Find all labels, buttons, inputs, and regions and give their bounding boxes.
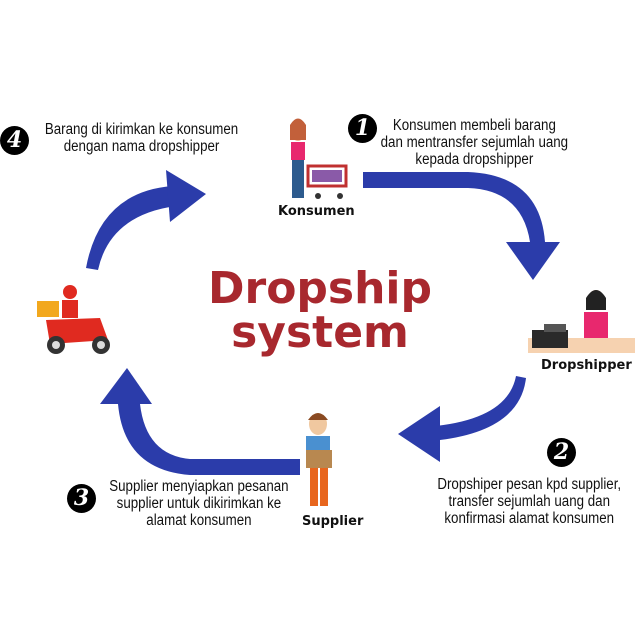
step-1-badge: 1	[348, 114, 377, 143]
dropshipper-label: Dropshipper	[541, 358, 632, 373]
step-3-line: alamat konsumen	[146, 512, 252, 529]
step-3-badge: 3	[67, 484, 96, 513]
arrow-step-3	[100, 368, 300, 475]
konsumen-illustration	[290, 118, 348, 199]
step-2-text: Dropshiper pesan kpd supplier, transfer …	[420, 476, 638, 527]
step-3-text: Supplier menyiapkan pesanan supplier unt…	[94, 478, 304, 529]
step-4-badge: 4	[0, 126, 29, 155]
konsumen-label: Konsumen	[278, 204, 355, 219]
step-2-badge: 2	[547, 438, 576, 467]
arrow-step-1	[363, 172, 560, 280]
step-1-line: dan mentransfer sejumlah uang	[380, 134, 569, 151]
arrow-step-2	[398, 376, 526, 462]
step-2-line: konfirmasi alamat konsumen	[444, 510, 615, 527]
step-4-line: dengan nama dropshipper	[63, 138, 220, 155]
step-1-text: Konsumen membeli barang dan mentransfer …	[366, 117, 583, 168]
step-1-line: Konsumen membeli barang	[392, 117, 556, 134]
title-line-1: Dropship	[207, 263, 433, 314]
step-1-line: kepada dropshipper	[415, 151, 534, 168]
step-2-line: Dropshiper pesan kpd supplier,	[437, 476, 622, 493]
step-2-line: transfer sejumlah uang dan	[448, 493, 610, 510]
step-3-line: Supplier menyiapkan pesanan	[109, 478, 289, 495]
supplier-illustration	[306, 413, 332, 506]
step-4-line: Barang di kirimkan ke konsumen	[44, 121, 239, 138]
step-4-text: Barang di kirimkan ke konsumen dengan na…	[28, 121, 255, 155]
step-3-line: supplier untuk dikirimkan ke	[116, 495, 282, 512]
supplier-label: Supplier	[302, 514, 364, 529]
arrow-step-4	[86, 170, 206, 270]
title-line-2: system	[231, 307, 409, 358]
courier-scooter-illustration	[37, 285, 110, 354]
dropshipper-illustration	[528, 290, 635, 353]
